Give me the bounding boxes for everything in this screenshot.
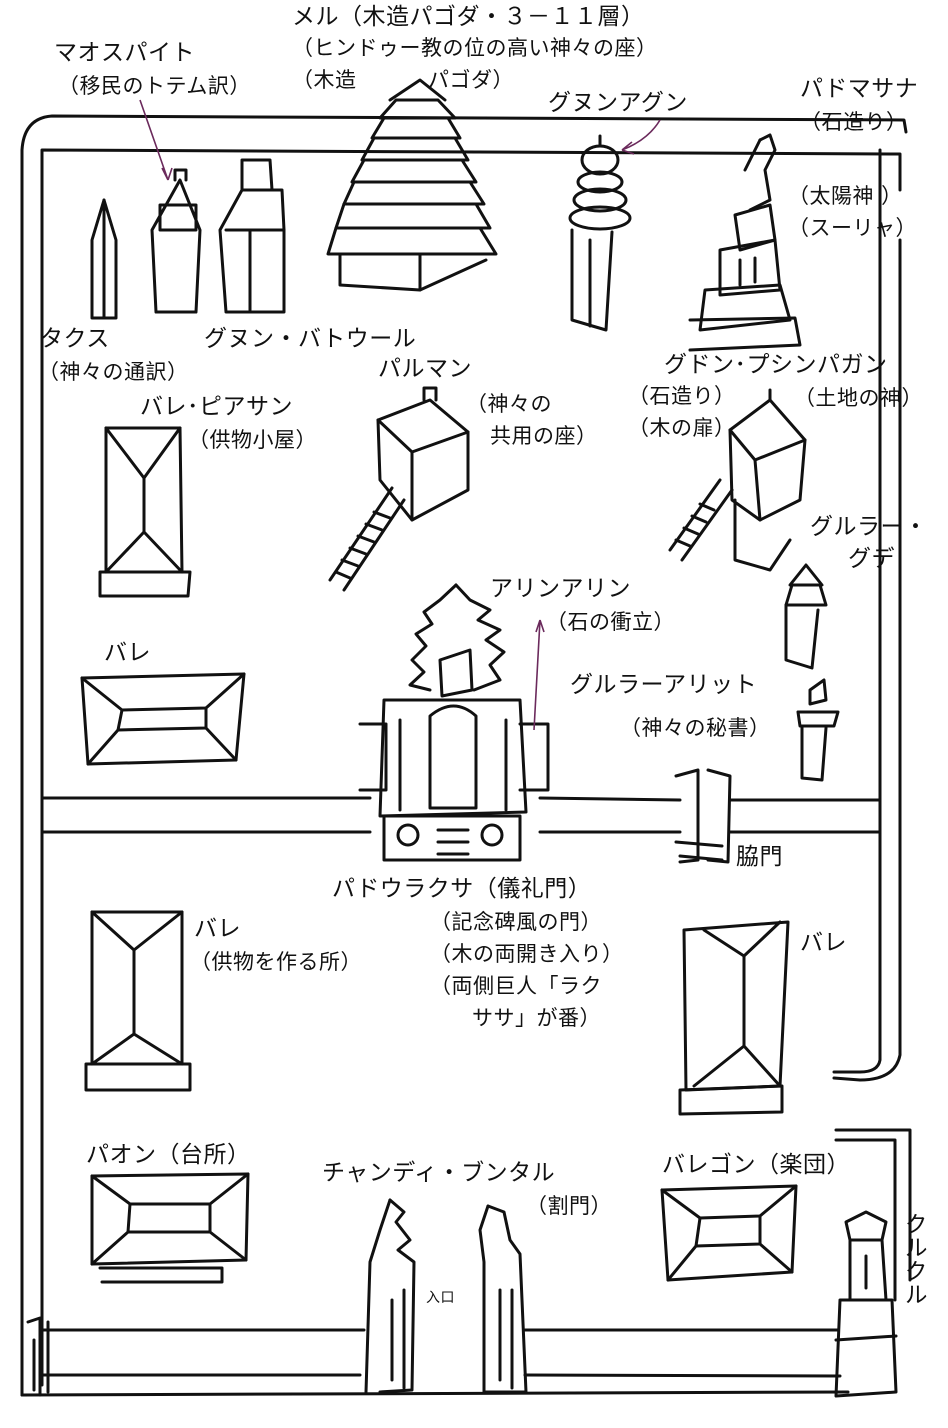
meru-pagoda [326,78,498,292]
label-kulkul: クルクル [900,1212,926,1306]
label-maospaito-desc: （移民のトテム訳） [58,74,251,98]
gunung-agung-pointer [621,119,661,155]
label-meru-pagoda: パゴダ） [428,68,514,92]
label-paduraksa-d3: （両側巨人「ラク [430,974,602,998]
label-padmasana-desc: （石造り） [800,110,908,134]
maospahit-shrine [90,168,202,320]
label-bale-left-desc: （供物を作る所） [190,950,362,974]
label-entrance: 入口 [426,1290,455,1306]
label-ngurah-alit: グルラーアリット [570,672,758,698]
label-paduraksa: パドウラクサ（儀礼門） [332,876,592,902]
label-taksu: タクス [40,326,110,352]
label-candi-bentar: チャンディ・ブンタル [322,1160,556,1186]
paduraksa-gate [358,583,550,862]
label-maospaito: マオスパイト [54,40,195,66]
label-bale-piasan-desc: （供物小屋） [188,428,317,452]
ngurah-alit-shrine [796,678,840,782]
label-aling-aling: アリンアリン [490,576,631,602]
label-candi-desc: （割門） [526,1194,612,1218]
label-side-gate: 脇門 [736,844,783,870]
middle-wall [40,796,882,834]
gedong-pesimpangan-shrine [668,388,807,572]
outer-wall [20,114,912,1397]
label-paruman-desc-1: （神々の [466,392,552,416]
label-surya-2: （スーリャ） [788,216,917,240]
label-paduraksa-d2: （木の両開き入り） [430,942,624,966]
label-paon: パオン（台所） [86,1142,251,1168]
label-gedong-pesimpangan: グドン･プシンパガン [664,352,888,378]
label-gunung-batur: グヌン・バトウール [204,326,417,352]
label-bale-gong: バレゴン（楽団） [662,1152,850,1178]
label-padmasana: パドマサナ [800,76,919,102]
label-ngurah-gede-1: グルラー・ [810,514,928,540]
label-gunung-agung: グヌンアグン [548,90,688,116]
label-taksu-desc: （神々の通訳） [38,360,189,384]
bale-lower-right-building [678,920,790,1116]
label-bale-piasan: バレ･ピアサン [140,394,293,420]
label-bale-right: バレ [800,930,847,956]
label-surya-1: （太陽神 ） [788,184,903,208]
label-bale-left: バレ [194,916,241,942]
gunung-agung-shrine [568,134,632,332]
paon-building [90,1172,250,1284]
label-gedong-desc-1: （石造り） [628,384,736,408]
label-meru: メル（木造パゴダ・３－１１層） [292,4,645,30]
label-paruman-desc-2: 共用の座） [490,424,598,448]
label-bale-middle: バレ [104,640,151,666]
label-meru-desc: （ヒンドゥー教の位の高い神々の座） [292,36,658,60]
side-gate [674,768,732,864]
bale-lower-left-building [84,910,192,1092]
paruman-shrine [328,386,470,592]
label-paruman: パルマン [378,356,472,382]
label-meru-mokuzo: （木造 [292,68,357,92]
candi-bentar-gate [364,1198,528,1394]
kulkul-tower [834,1210,898,1398]
bale-piasan-building [98,426,192,598]
label-gedong-desc-2: （木の扉） [628,416,736,440]
label-tanah-god: （土地の神） [794,386,923,410]
padmasana-shrine [688,133,802,352]
maospahit-pointer [139,99,173,181]
bale-middle-building [80,672,246,766]
label-ngurah-alit-desc: （神々の秘書） [620,716,771,740]
gunung-batur-shrine [218,158,286,314]
label-ngurah-gede-2: グデ [848,546,895,572]
ngurah-gede-shrine [784,563,828,670]
label-paduraksa-d4: ササ」が番） [472,1006,601,1030]
bale-gong-building [660,1184,798,1282]
label-paduraksa-d1: （記念碑風の門） [430,910,602,934]
corner-gate [26,1316,50,1397]
label-aling-desc: （石の衝立） [546,610,675,634]
aling-aling-pointer [533,619,545,731]
